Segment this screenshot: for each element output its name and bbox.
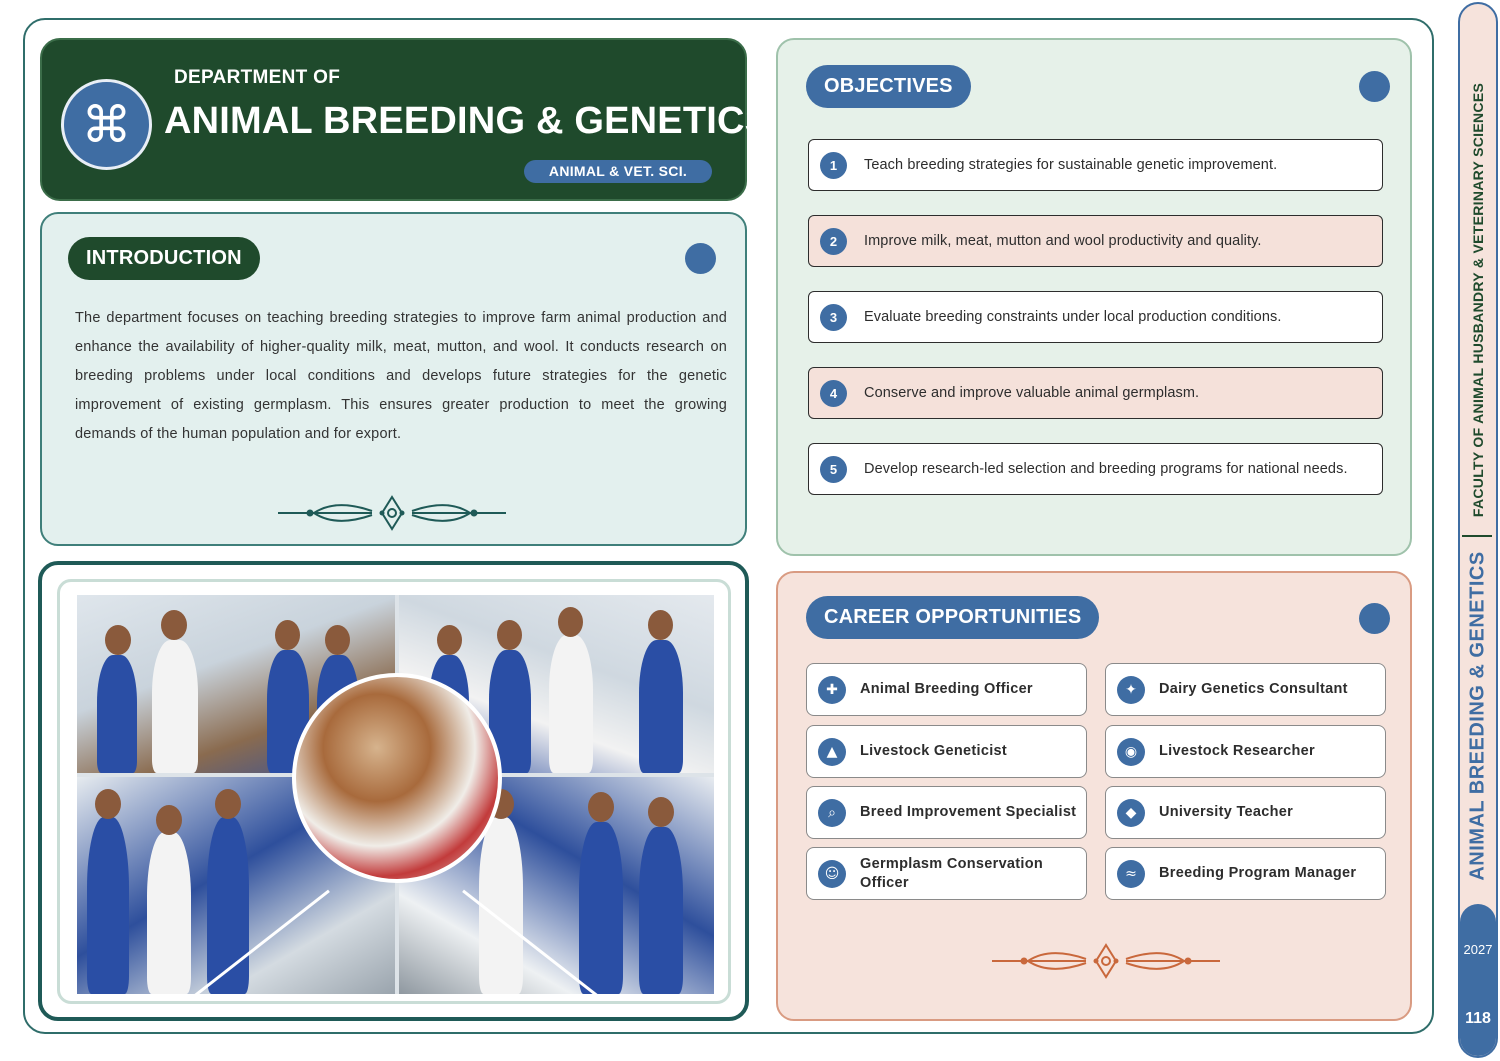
objectives-panel: OBJECTIVES 1 Teach breeding strategies f… xyxy=(776,38,1412,556)
faculty-name: FACULTY OF ANIMAL HUSBANDRY & VETERINARY… xyxy=(1470,82,1486,518)
side-divider xyxy=(1462,535,1492,537)
introduction-heading: INTRODUCTION xyxy=(68,237,260,280)
person-icon: ☺ xyxy=(818,860,846,888)
objective-text: Improve milk, meat, mutton and wool prod… xyxy=(864,233,1262,249)
side-tab-footer xyxy=(1460,904,1496,1056)
department-tag-badge: ANIMAL & VET. SCI. xyxy=(524,160,712,183)
command-icon: ⌘ xyxy=(61,79,152,170)
drop-icon: ▲ xyxy=(818,738,846,766)
objective-item: 5 Develop research-led selection and bre… xyxy=(808,443,1383,495)
objective-item: 3 Evaluate breeding constraints under lo… xyxy=(808,291,1383,343)
introduction-panel: INTRODUCTION The department focuses on t… xyxy=(40,212,747,546)
diamond-icon: ◆ xyxy=(1117,799,1145,827)
side-department-name: ANIMAL BREEDING & GENETICS xyxy=(1466,551,1489,881)
page-title: ANIMAL BREEDING & GENETICS xyxy=(164,100,771,142)
waves-icon: ≈ xyxy=(1117,860,1145,888)
page-frame xyxy=(23,18,1434,1034)
objective-number: 2 xyxy=(820,228,847,255)
careers-dot-icon xyxy=(1359,603,1390,634)
objective-number: 1 xyxy=(820,152,847,179)
ornament-divider-icon xyxy=(992,943,1220,979)
objective-text: Evaluate breeding constraints under loca… xyxy=(864,309,1282,325)
objective-text: Develop research-led selection and breed… xyxy=(864,461,1348,477)
introduction-dot-icon xyxy=(685,243,716,274)
plus-icon: ✚ xyxy=(818,676,846,704)
career-label: University Teacher xyxy=(1159,804,1294,820)
objective-number: 4 xyxy=(820,380,847,407)
year-label: 2027 xyxy=(1463,942,1493,957)
objective-item: 1 Teach breeding strategies for sustaina… xyxy=(808,139,1383,191)
career-item-university-teacher: ◆ University Teacher xyxy=(1105,786,1386,839)
career-item-breed-improvement-specialist: ⌕ Breed Improvement Specialist xyxy=(806,786,1087,839)
career-item-breeding-program-manager: ≈ Breeding Program Manager xyxy=(1105,847,1386,900)
introduction-body: The department focuses on teaching breed… xyxy=(75,310,727,442)
career-item-dairy-genetics-consultant: ✦ Dairy Genetics Consultant xyxy=(1105,663,1386,716)
career-label: Breed Improvement Specialist xyxy=(860,804,1077,820)
department-header: ⌘ DEPARTMENT OF ANIMAL BREEDING & GENETI… xyxy=(40,38,770,201)
career-item-livestock-geneticist: ▲ Livestock Geneticist xyxy=(806,725,1087,778)
objective-text: Teach breeding strategies for sustainabl… xyxy=(864,157,1278,173)
search-icon: ⌕ xyxy=(818,799,846,827)
career-item-animal-breeding-officer: ✚ Animal Breeding Officer xyxy=(806,663,1087,716)
lab-photo-collage xyxy=(77,595,714,994)
objective-number: 3 xyxy=(820,304,847,331)
career-opportunities-heading: CAREER OPPORTUNITIES xyxy=(806,596,1100,639)
career-item-germplasm-conservation-officer: ☺ Germplasm Conservation Officer xyxy=(806,847,1087,900)
objective-item: 4 Conserve and improve valuable animal g… xyxy=(808,367,1383,419)
target-icon: ◉ xyxy=(1117,738,1145,766)
side-tab: 2027 118 xyxy=(1458,2,1498,1058)
objective-item: 2 Improve milk, meat, mutton and wool pr… xyxy=(808,215,1383,267)
objectives-heading: OBJECTIVES xyxy=(806,65,971,108)
header-pre-title: DEPARTMENT OF xyxy=(174,67,341,88)
career-label: Germplasm Conservation Officer xyxy=(860,855,1044,891)
photo-collage-frame xyxy=(57,579,731,1004)
sparkle-icon: ✦ xyxy=(1117,676,1145,704)
career-label: Animal Breeding Officer xyxy=(860,681,1033,697)
photo-collage-panel xyxy=(38,561,749,1021)
objective-text: Conserve and improve valuable animal ger… xyxy=(864,385,1200,401)
career-opportunities-panel: CAREER OPPORTUNITIES ✚ Animal Breeding O… xyxy=(776,571,1412,1021)
page-number: 118 xyxy=(1465,1010,1491,1027)
career-label: Breeding Program Manager xyxy=(1159,865,1357,881)
objectives-dot-icon xyxy=(1359,71,1390,102)
career-item-livestock-researcher: ◉ Livestock Researcher xyxy=(1105,725,1386,778)
ornament-divider-icon xyxy=(278,495,506,531)
animals-and-genetics-circle-photo xyxy=(292,673,502,883)
career-label: Livestock Researcher xyxy=(1159,743,1315,759)
objective-number: 5 xyxy=(820,456,847,483)
career-label: Livestock Geneticist xyxy=(860,743,1008,759)
career-label: Dairy Genetics Consultant xyxy=(1159,681,1348,697)
